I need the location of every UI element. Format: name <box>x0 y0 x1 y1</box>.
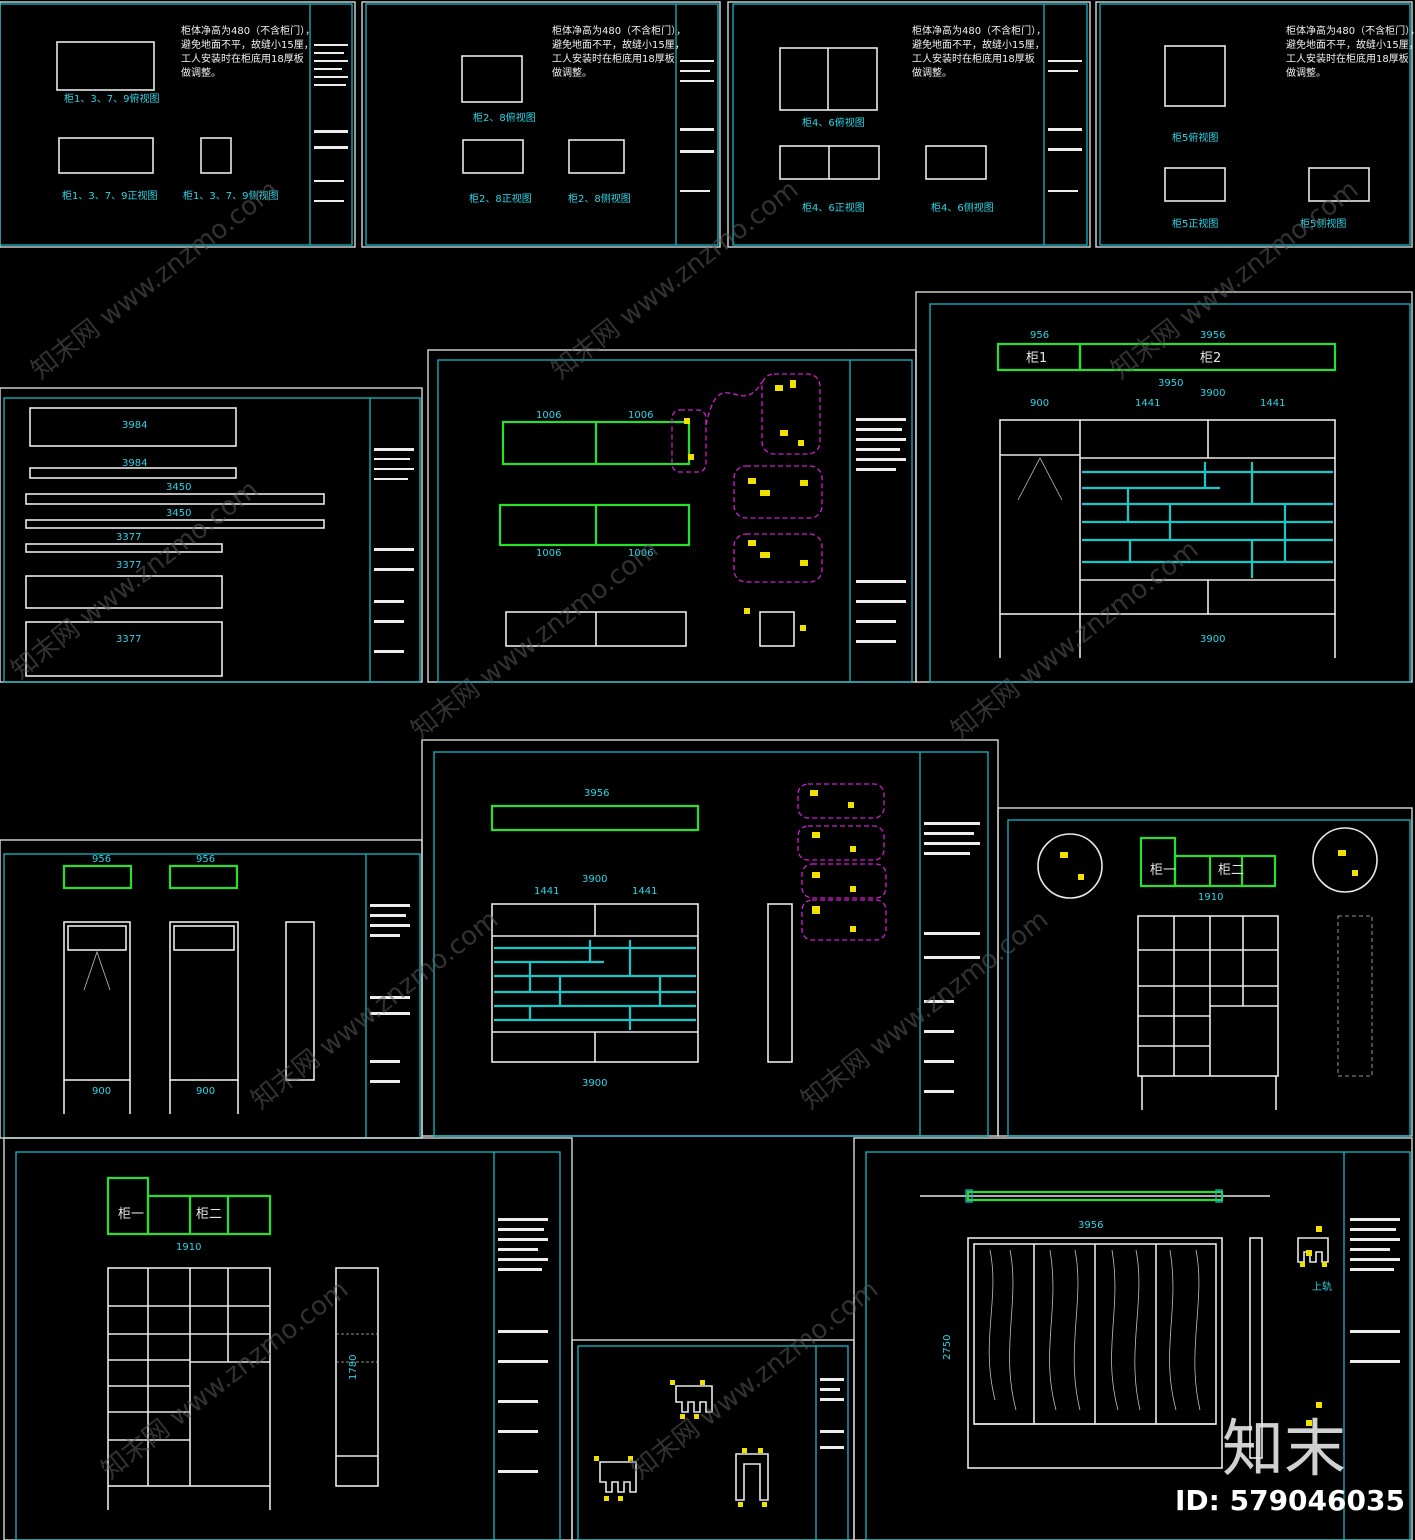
d3900-a: 3900 <box>1200 388 1225 399</box>
sheet-10 <box>997 807 1413 1137</box>
d1006-b: 1006 <box>628 410 653 421</box>
watermark-1: 知末网 www.znzmo.com <box>26 175 284 386</box>
d3450-b: 3450 <box>166 508 191 519</box>
note4-line-4: 做调整。 <box>1286 66 1326 79</box>
d3900-c: 3900 <box>582 874 607 885</box>
watermark-3: 知末网 www.znzmo.com <box>1106 175 1364 386</box>
d1780: 1780 <box>348 1355 359 1380</box>
d1441-c: 1441 <box>534 886 559 897</box>
s4-front-caption: 柜5正视图 <box>1172 217 1218 230</box>
d1910-b: 1910 <box>176 1242 201 1253</box>
sheet-7 <box>915 291 1413 683</box>
s2-top-caption: 柜2、8俯视图 <box>473 111 536 124</box>
d1006-c: 1006 <box>536 548 561 559</box>
d3984-a: 3984 <box>122 420 147 431</box>
s4-top-caption: 柜5俯视图 <box>1172 131 1218 144</box>
note2-line-2: 避免地面不平，故缝小15厘， <box>552 38 685 51</box>
sheet-1 <box>0 1 356 248</box>
s1-side-caption: 柜1、3、7、9侧视图 <box>183 189 278 202</box>
note4-line-3: 工人安装时在柜底用18厚板 <box>1286 52 1409 65</box>
d1441-d: 1441 <box>632 886 657 897</box>
note3-line-4: 做调整。 <box>912 66 952 79</box>
sheet-5 <box>0 387 423 683</box>
watermark-4: 知末网 www.znzmo.com <box>6 475 264 686</box>
sheet-2 <box>361 1 721 248</box>
d1910-a: 1910 <box>1198 892 1223 903</box>
slide-label: 上轨 <box>1312 1280 1332 1293</box>
sheet-11 <box>3 1137 573 1540</box>
d956: 956 <box>1030 330 1049 341</box>
note2-line-3: 工人安装时在柜底用18厚板 <box>552 52 675 65</box>
sheet-13 <box>853 1137 1413 1540</box>
sheet-9 <box>421 739 999 1137</box>
cab-b-tag-2: 柜二 <box>196 1207 222 1222</box>
sheet-12 <box>571 1339 855 1540</box>
note-line-2: 避免地面不平，故缝小15厘， <box>181 38 314 51</box>
s3-side-caption: 柜4、6侧视图 <box>931 201 994 214</box>
d3956-a: 3956 <box>1200 330 1225 341</box>
d900-a: 900 <box>1030 398 1049 409</box>
d1006-d: 1006 <box>628 548 653 559</box>
d3900-b: 3900 <box>1200 634 1225 645</box>
cab-b-tag-1: 柜二 <box>1218 863 1244 878</box>
note4-line-1: 柜体净高为480（不含柜门）， <box>1286 24 1415 37</box>
d3377-a: 3377 <box>116 532 141 543</box>
note3-line-1: 柜体净高为480（不含柜门）， <box>912 24 1046 37</box>
cyan-shelves <box>1082 462 1333 578</box>
d3956-b: 3956 <box>584 788 609 799</box>
note-line-3: 工人安装时在柜底用18厚板 <box>181 52 304 65</box>
wood-grain <box>988 1249 1201 1411</box>
s3-front-caption: 柜4、6正视图 <box>802 201 865 214</box>
s1-top-caption: 柜1、3、7、9俯视图 <box>64 92 159 105</box>
d900-b: 900 <box>92 1086 111 1097</box>
watermark-2: 知末网 www.znzmo.com <box>546 175 804 386</box>
title-block-1 <box>314 44 348 202</box>
s3-top-caption: 柜4、6俯视图 <box>802 116 865 129</box>
sheet-4 <box>1095 1 1413 248</box>
d3377-b: 3377 <box>116 560 141 571</box>
cab2-tag: 柜2 <box>1200 351 1221 366</box>
note-line-4: 做调整。 <box>181 66 221 79</box>
d956-b: 956 <box>92 854 111 865</box>
note3-line-3: 工人安装时在柜底用18厚板 <box>912 52 1035 65</box>
d1441-b: 1441 <box>1260 398 1285 409</box>
znzmo-logo: 知末 <box>1222 1412 1347 1485</box>
note2-line-4: 做调整。 <box>552 66 592 79</box>
d2750: 2750 <box>942 1335 953 1360</box>
cab-a-tag-1: 柜一 <box>1150 863 1176 878</box>
s2-front-caption: 柜2、8正视图 <box>469 192 532 205</box>
d1006-a: 1006 <box>536 410 561 421</box>
d3956-c: 3956 <box>1078 1220 1103 1231</box>
note4-line-2: 避免地面不平，故缝小15厘， <box>1286 38 1415 51</box>
d3900-d: 3900 <box>582 1078 607 1089</box>
sheet-3 <box>727 1 1091 248</box>
d3950: 3950 <box>1158 378 1183 389</box>
s4-side-caption: 柜5侧视图 <box>1300 217 1346 230</box>
d1441-a: 1441 <box>1135 398 1160 409</box>
watermark-5: 知末网 www.znzmo.com <box>406 535 664 746</box>
d3984-b: 3984 <box>122 458 147 469</box>
d900-c: 900 <box>196 1086 215 1097</box>
watermark-6: 知末网 www.znzmo.com <box>946 535 1204 746</box>
image-id-label: ID: 579046035 <box>1175 1484 1405 1517</box>
s2-side-caption: 柜2、8侧视图 <box>568 192 631 205</box>
note3-line-2: 避免地面不平，故缝小15厘， <box>912 38 1045 51</box>
s1-front-caption: 柜1、3、7、9正视图 <box>62 189 157 202</box>
cab1-tag: 柜1 <box>1026 351 1047 366</box>
watermark-8: 知末网 www.znzmo.com <box>796 905 1054 1116</box>
cyan-shelves-2 <box>494 940 696 1030</box>
note2-line-1: 柜体净高为480（不含柜门）， <box>552 24 686 37</box>
note-line-1: 柜体净高为480（不含柜门）， <box>181 24 315 37</box>
sheet-6 <box>427 349 917 683</box>
cab-a-tag-2: 柜一 <box>118 1207 144 1222</box>
d3377-c: 3377 <box>116 634 141 645</box>
d3450-a: 3450 <box>166 482 191 493</box>
d956-c: 956 <box>196 854 215 865</box>
